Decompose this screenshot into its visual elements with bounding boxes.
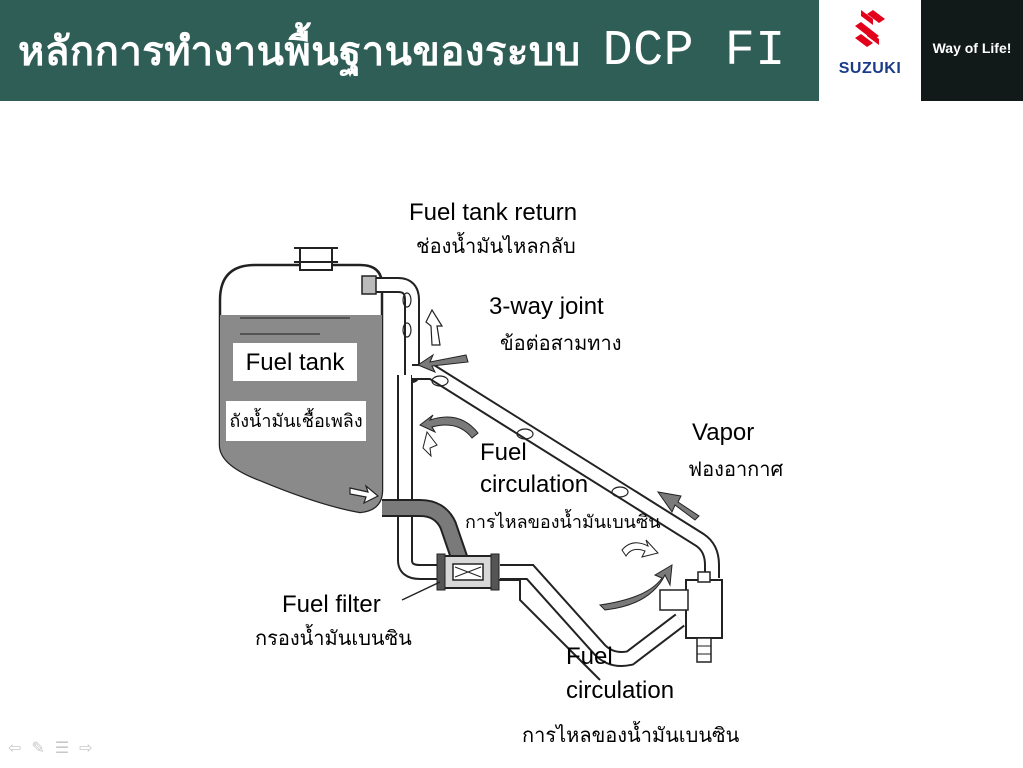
page-title: หลักการทำงานพื้นฐานของระบบ DCP FI	[18, 14, 786, 88]
three-way-joint-label: 3-way joint	[489, 293, 604, 320]
vapor-label: Vapor	[692, 419, 754, 446]
fuel-tank-label-box	[233, 343, 357, 381]
page-title-latin: DCP FI	[602, 22, 786, 80]
pump-feed-pipe	[480, 564, 685, 681]
fuel-circulation-2-line2: circulation	[566, 677, 674, 704]
tank-outlet-arrow	[349, 484, 380, 505]
menu-icon[interactable]: ☰	[54, 738, 70, 757]
three-way-pointer-arrow	[416, 353, 469, 373]
fuel-circulation-1-th: การไหลของน้ำมันเบนซิน	[465, 509, 661, 533]
circulation-curve-arrow-2	[598, 564, 673, 611]
circulation-curve-arrow-2b	[621, 539, 659, 558]
vapor-th-label: ฟองอากาศ	[688, 457, 784, 481]
fuel-circulation-2-th: การไหลของน้ำมันเบนซิน	[522, 721, 740, 747]
page-title-thai: หลักการทำงานพื้นฐานของระบบ	[18, 28, 581, 75]
fuel-system-diagram: Fuel tank ถังน้ำมันเชื้อเพลิง Fuel tank …	[218, 199, 784, 747]
suzuki-logo: SUZUKI	[819, 0, 921, 101]
fuel-pump	[659, 571, 723, 663]
fuel-circulation-2-line1: Fuel	[566, 643, 613, 670]
circulation-curve-arrow-1b	[422, 430, 438, 458]
circulation-curve-arrow-1	[419, 414, 479, 439]
vapor-pipe	[412, 364, 720, 578]
return-flow-arrow	[425, 308, 444, 346]
fuel-circulation-1-line2: circulation	[480, 471, 588, 498]
suzuki-s-icon	[855, 10, 885, 47]
fuel-tank-return-label: Fuel tank return	[409, 199, 577, 226]
tank-outlet-hose	[382, 499, 469, 563]
fuel-circulation-1-line1: Fuel	[480, 439, 527, 466]
filter-pointer-line	[401, 581, 441, 601]
vapor-arrow	[656, 491, 700, 521]
fuel-tank-label: Fuel tank	[246, 349, 346, 376]
fuel-tank-return-th-label: ช่องน้ำมันไหลกลับ	[416, 232, 576, 258]
brand-name: SUZUKI	[838, 60, 902, 77]
prev-slide-icon[interactable]: ⇦	[8, 738, 22, 757]
fuel-tank-th-label: ถังน้ำมันเชื้อเพลิง	[229, 408, 362, 432]
supply-pipe	[397, 375, 455, 580]
tagline-panel: Way of Life!	[921, 0, 1023, 101]
slide-nav: ⇦ ✎ ☰ ⇨	[8, 738, 93, 757]
fuel-filter-label: Fuel filter	[282, 591, 381, 618]
tagline: Way of Life!	[932, 40, 1012, 56]
three-way-joint-th-label: ข้อต่อสามทาง	[500, 331, 621, 355]
fuel-filter	[436, 553, 500, 591]
fuel-filter-th-label: กรองน้ำมันเบนซิน	[255, 624, 412, 650]
next-slide-icon[interactable]: ⇨	[79, 738, 93, 757]
fuel-tank-th-label-box	[226, 401, 366, 441]
flow-arrows	[349, 308, 700, 611]
return-pipe	[361, 275, 420, 383]
pen-icon[interactable]: ✎	[31, 738, 45, 757]
